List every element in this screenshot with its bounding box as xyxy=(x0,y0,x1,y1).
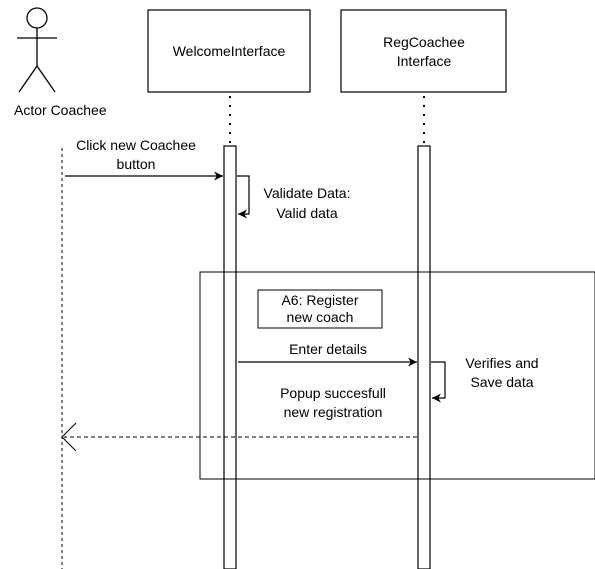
message-validate-data-line2: Valid data xyxy=(276,205,337,221)
actor-head xyxy=(26,7,48,29)
message-click-new-coachee-line2: button xyxy=(117,156,156,172)
fragment-note-box xyxy=(257,289,383,329)
message-popup-success-arrowhead xyxy=(61,422,77,452)
message-popup-success-line2: new registration xyxy=(284,404,383,420)
message-enter-details: Enter details xyxy=(238,341,417,367)
lifeline-regcoachee-interface: RegCoachee Interface xyxy=(340,9,507,569)
regcoachee-interface-label-line1: RegCoachee xyxy=(383,34,465,50)
message-verifies-save-line2: Save data xyxy=(470,374,533,390)
regcoachee-interface-label-line2: Interface xyxy=(397,53,452,69)
message-click-new-coachee: Click new Coachee button xyxy=(65,137,223,181)
welcome-interface-box xyxy=(147,9,311,93)
welcome-interface-label: WelcomeInterface xyxy=(173,43,286,59)
actor-coachee: Actor Coachee xyxy=(14,7,107,118)
actor-left-leg xyxy=(18,65,38,93)
message-verifies-save: Verifies and Save data xyxy=(431,355,539,403)
message-enter-details-label: Enter details xyxy=(289,341,367,357)
message-verifies-save-arrow xyxy=(431,361,446,403)
message-validate-data-line1: Validate Data: xyxy=(264,185,351,201)
actor-right-leg xyxy=(36,65,56,93)
message-validate-data: Validate Data: Valid data xyxy=(237,175,351,221)
message-verifies-save-line1: Verifies and xyxy=(465,355,538,371)
welcome-activation-bar xyxy=(223,145,237,569)
combined-fragment-frame xyxy=(199,271,595,480)
message-popup-success: Popup succesfull new registration xyxy=(61,385,417,452)
message-click-new-coachee-line1: Click new Coachee xyxy=(76,137,196,153)
message-popup-success-line1: Popup succesfull xyxy=(280,385,386,401)
fragment-note-line1: A6: Register xyxy=(281,292,358,308)
message-validate-data-arrow xyxy=(237,175,250,219)
fragment-note-line2: new coach xyxy=(287,309,354,325)
actor-label: Actor Coachee xyxy=(14,102,107,118)
lifeline-welcome-interface: WelcomeInterface xyxy=(147,9,311,569)
fragment-note: A6: Register new coach xyxy=(257,289,383,329)
regcoachee-activation-bar xyxy=(417,145,431,569)
regcoachee-interface-box xyxy=(340,9,507,93)
